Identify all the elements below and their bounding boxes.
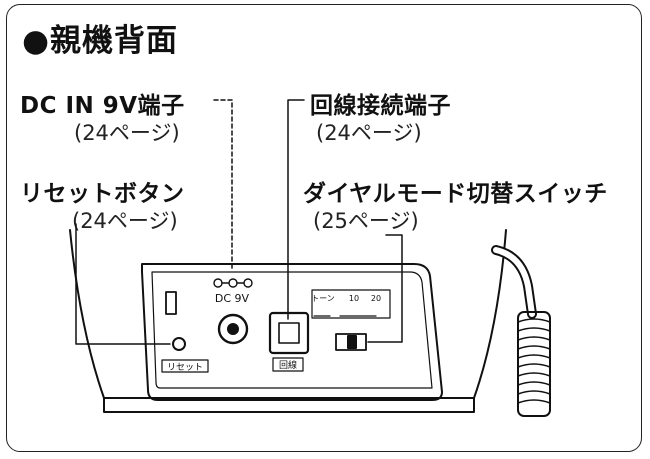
line-tag-text: 回線	[279, 359, 297, 371]
rear-panel	[141, 263, 443, 401]
dc-in-callout-label: DC IN 9V端子	[20, 93, 185, 119]
line-leader	[287, 99, 305, 320]
reset-leader	[75, 223, 171, 345]
dc-in-leader	[213, 99, 233, 269]
switch-label-right: 20	[371, 294, 381, 303]
dial-mode-plate	[311, 289, 391, 319]
dial-mode-callout-page: (25ページ)	[313, 209, 419, 233]
dc-in-callout-page: (24ページ)	[74, 121, 180, 145]
phone-body-outline	[69, 229, 507, 399]
dc-polarity-symbol	[213, 278, 253, 288]
leader-lines	[75, 99, 403, 345]
reset-button	[172, 337, 186, 351]
rear-latch	[165, 291, 177, 315]
reset-tag-text: リセット	[167, 362, 203, 373]
dial-mode-callout-label: ダイヤルモード切替スイッチ	[303, 181, 608, 207]
switch-label-mid: 10	[349, 294, 359, 303]
reset-callout-page: (24ページ)	[72, 209, 178, 233]
dc-jack-label: DC 9V	[215, 292, 250, 305]
page-title: ●親機背面	[22, 23, 179, 59]
line-jack	[268, 311, 310, 355]
dc-jack	[217, 313, 249, 345]
dial-mode-leader	[367, 234, 403, 343]
phone-base	[103, 397, 475, 413]
reset-callout-label: リセットボタン	[20, 181, 185, 207]
line-callout-page: (24ページ)	[316, 121, 422, 145]
line-tag	[272, 357, 304, 372]
line-callout-label: 回線接続端子	[310, 93, 451, 119]
dial-mode-switch	[335, 333, 367, 351]
figure-frame	[6, 4, 642, 452]
switch-label-left: トーン	[311, 294, 335, 303]
reset-tag	[161, 359, 209, 373]
coiled-cord	[517, 311, 551, 417]
